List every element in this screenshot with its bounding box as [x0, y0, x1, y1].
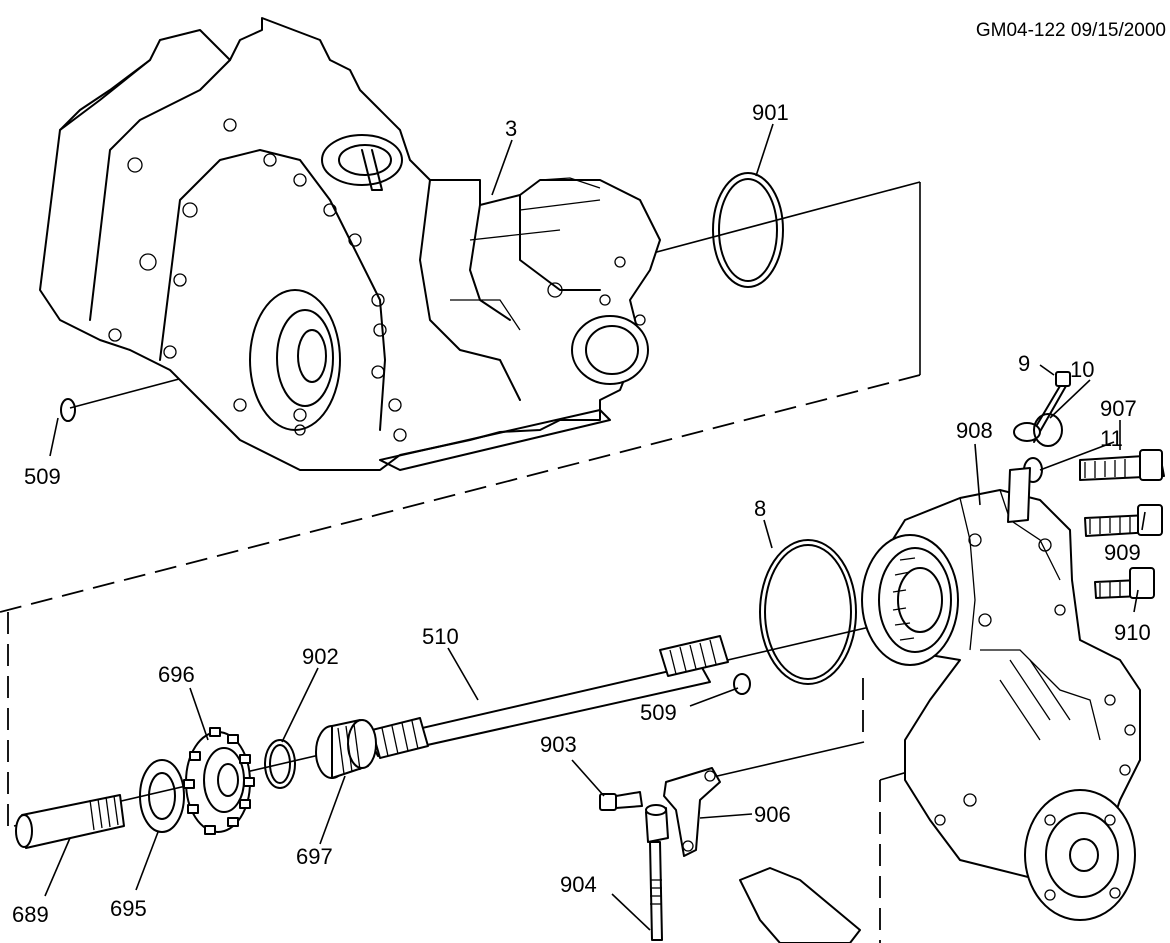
callout-8: 8 — [754, 496, 766, 521]
callout-903: 903 — [540, 732, 577, 757]
callout-9: 9 — [1018, 351, 1030, 376]
callout-908: 908 — [956, 418, 993, 443]
transfer-case — [861, 467, 1141, 921]
gear-697 — [315, 719, 377, 779]
bolt-903 — [599, 791, 643, 811]
transaxle-housing — [39, 17, 661, 471]
callout-907: 907 — [1100, 396, 1137, 421]
callout-3: 3 — [505, 116, 517, 141]
o-ring-509-left — [60, 398, 76, 422]
sprocket-696 — [183, 727, 255, 835]
callout-labels: 3 901 509 9 10 907 908 11 8 909 910 510 … — [12, 100, 1151, 927]
callout-697: 697 — [296, 844, 333, 869]
snap-ring-902 — [264, 739, 296, 789]
callout-10: 10 — [1070, 357, 1094, 382]
o-ring-509-right — [733, 673, 751, 695]
washer-695 — [139, 759, 185, 833]
bolt-909 — [1084, 504, 1163, 537]
bolt-907 — [1079, 449, 1165, 481]
callout-695: 695 — [110, 896, 147, 921]
bolt-910 — [1094, 567, 1155, 599]
callout-509-upper: 509 — [24, 464, 61, 489]
o-ring-8 — [759, 539, 857, 685]
drawing-id-stamp: GM04-122 09/15/2000 — [976, 20, 1166, 41]
callout-11: 11 — [1100, 426, 1123, 451]
callout-901: 901 — [752, 100, 789, 125]
stud-904 — [645, 804, 669, 941]
bracket-906 — [663, 767, 721, 857]
leader-lines — [44, 123, 1146, 931]
lower-axis-frame — [7, 605, 961, 943]
callout-904: 904 — [560, 872, 597, 897]
splined-shaft-689 — [15, 794, 125, 849]
callout-509-lower: 509 — [640, 700, 677, 725]
vent-10 — [1013, 413, 1063, 447]
callout-510: 510 — [422, 624, 459, 649]
callout-696: 696 — [158, 662, 195, 687]
callout-906: 906 — [754, 802, 791, 827]
heat-shield — [739, 867, 861, 943]
seal-ring-901 — [712, 172, 784, 288]
callout-909: 909 — [1104, 540, 1141, 565]
callout-910: 910 — [1114, 620, 1151, 645]
callout-689: 689 — [12, 902, 49, 927]
callout-902: 902 — [302, 644, 339, 669]
